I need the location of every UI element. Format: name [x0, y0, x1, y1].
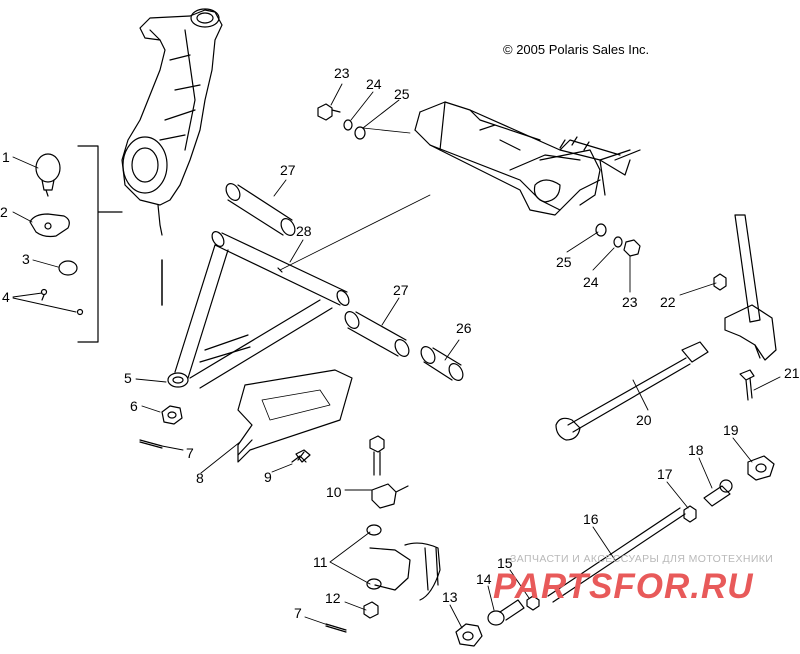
nut-22 [713, 273, 727, 291]
group-bracket [77, 145, 123, 343]
frame-section [414, 101, 641, 216]
steering-post [724, 214, 777, 361]
part-label: 6 [130, 398, 138, 414]
bolt-9 [291, 449, 311, 463]
part-label: 14 [476, 571, 492, 587]
part-label: 7 [186, 445, 194, 461]
bolt-21 [739, 369, 755, 401]
copyright-notice: © 2005 Polaris Sales Inc. [503, 42, 650, 57]
bushings-11 [366, 524, 441, 601]
tie-rod-end-18 [703, 479, 733, 507]
part-label: 11 [313, 554, 328, 570]
tie-rod-16 [547, 507, 686, 603]
cotter-pin-7-lower [325, 623, 347, 633]
bolt-23-right [623, 239, 641, 257]
jam-nut-17 [683, 505, 697, 523]
part-label: 7 [294, 605, 302, 621]
part-label: 5 [124, 370, 132, 386]
leader-lines [12, 83, 781, 629]
part-label: 15 [497, 555, 513, 571]
jam-nut-15 [526, 595, 540, 611]
ball-joint [35, 153, 61, 197]
bushing-25-right [595, 223, 607, 237]
part-label: 23 [334, 65, 350, 81]
part-label: 13 [442, 589, 458, 605]
guide-line [279, 194, 431, 271]
part-label: 2 [0, 204, 8, 220]
part-label: 12 [325, 590, 341, 606]
part-label: 25 [394, 86, 410, 102]
part-label: 23 [622, 294, 638, 310]
a-arm-guard [237, 369, 353, 463]
part-labels: 1 2 3 4 5 6 7 8 9 10 11 12 7 13 14 15 16… [0, 65, 800, 621]
retainer-plate [29, 213, 70, 238]
part-label: 19 [723, 422, 739, 438]
part-label: 24 [366, 76, 382, 92]
nut-13 [455, 623, 483, 647]
bushing-25-top [354, 126, 366, 140]
part-label: 27 [393, 282, 409, 298]
tie-rod-end-14 [487, 599, 525, 626]
tie-rod-end-19 [747, 455, 775, 481]
tie-rod-20 [555, 341, 709, 441]
washer-24-right [613, 236, 623, 248]
dust-cap [58, 260, 78, 276]
pivot-tube-27-upper [225, 183, 296, 236]
washer-24-top [343, 119, 353, 131]
part-label: 9 [264, 469, 272, 485]
part-label: 3 [22, 251, 30, 267]
nut-6 [161, 405, 183, 425]
part-label: 10 [326, 484, 342, 500]
pivot-tube-26 [420, 346, 464, 381]
part-label: 18 [688, 442, 704, 458]
guide-line [362, 127, 411, 134]
cotter-pin-7 [139, 439, 163, 449]
part-label: 22 [660, 294, 676, 310]
part-label: 27 [280, 162, 296, 178]
bolt-10 [369, 435, 409, 509]
watermark-tagline: ЗАПЧАСТИ И АКСЕССУАРЫ ДЛЯ МОТОТЕХНИКИ [510, 553, 774, 565]
part-label: 24 [583, 274, 599, 290]
part-label: 21 [784, 365, 800, 381]
nut-12 [363, 601, 379, 619]
part-label: 17 [657, 466, 673, 482]
part-label: 28 [296, 223, 312, 239]
part-label: 4 [2, 289, 10, 305]
part-label: 25 [556, 254, 572, 270]
part-label: 8 [196, 470, 204, 486]
part-label: 1 [2, 149, 10, 165]
bolt-23-top [317, 103, 341, 121]
a-arm [167, 231, 350, 389]
cotter-pins [40, 288, 84, 316]
steering-knuckle [121, 8, 223, 306]
watermark-brand: PARTSFOR.RU [493, 567, 754, 606]
pivot-tube-27-lower [344, 311, 410, 357]
part-label: 26 [456, 320, 472, 336]
part-label: 16 [583, 511, 599, 527]
part-label: 20 [636, 412, 652, 428]
